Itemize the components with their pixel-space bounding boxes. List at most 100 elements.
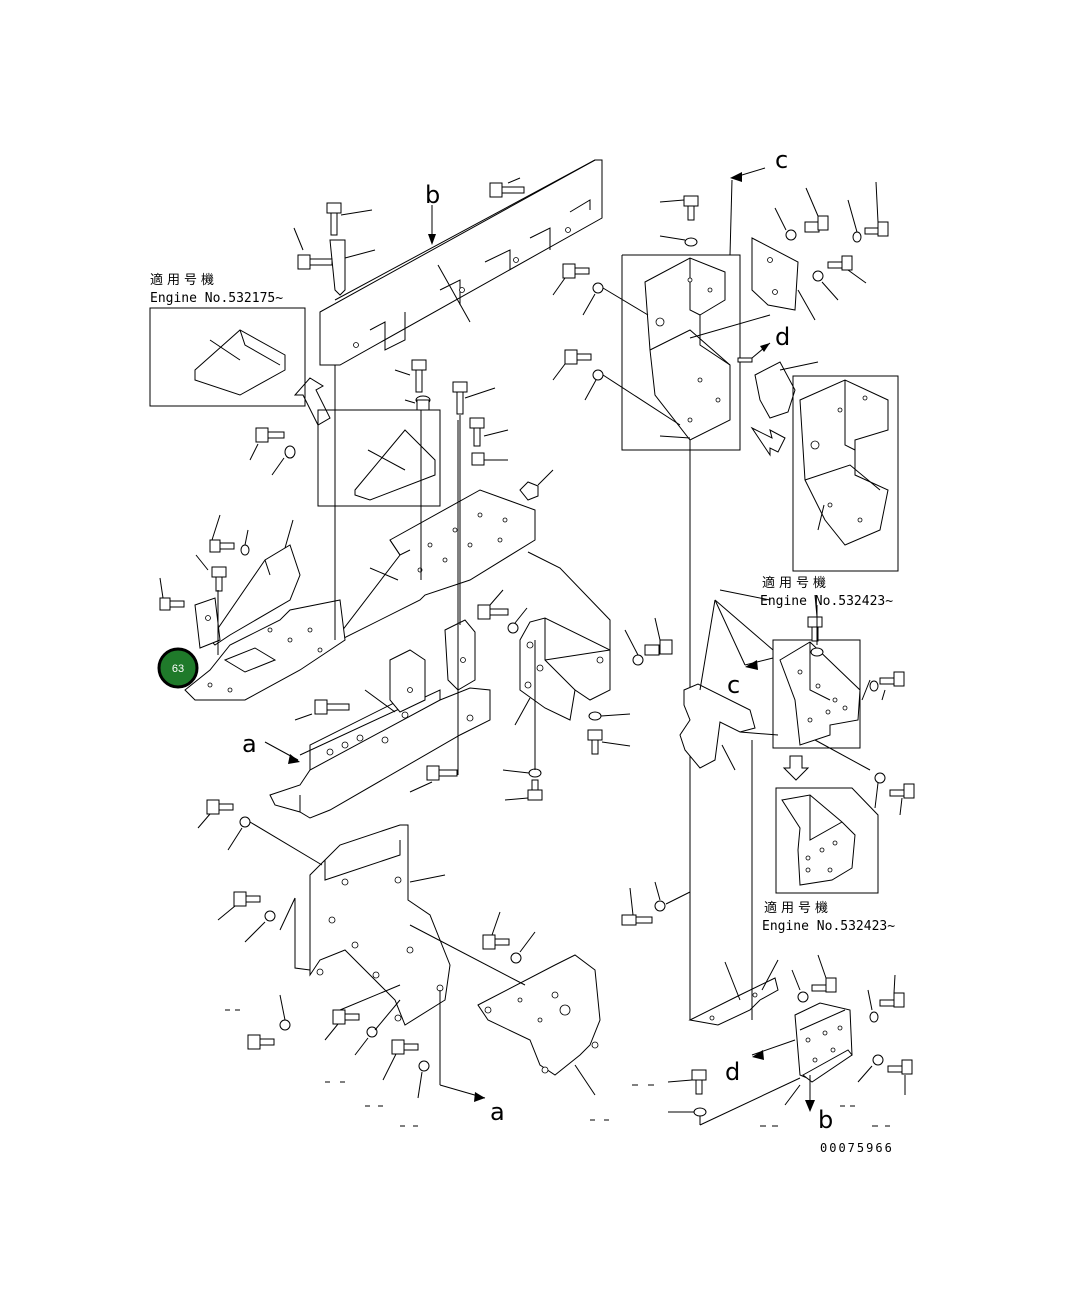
bolt-icon: [489, 182, 525, 198]
bolt-icon: [209, 539, 235, 553]
inset-box-right-top: [792, 375, 899, 572]
bolt-icon: [807, 616, 823, 642]
washer-icon: [264, 910, 276, 922]
inset-label-engine: Engine No.532423~: [760, 594, 893, 609]
lower-right-bracket: [784, 1002, 853, 1106]
bolt-icon: [452, 381, 468, 415]
fastener-group-far-left: [159, 514, 250, 611]
bolt-icon: [811, 977, 837, 993]
inset-box-right-mid: [775, 787, 879, 894]
bolt-icon: [255, 427, 285, 443]
bolt-icon: [332, 1009, 360, 1025]
right-bracket-small: [751, 237, 816, 321]
bolt-icon: [206, 799, 234, 815]
bolt-icon: [564, 349, 592, 365]
washer-icon: [284, 445, 296, 459]
drawing-number: 00075966: [820, 1141, 894, 1155]
highlight-badge-label: 63: [172, 663, 184, 675]
washer-icon: [240, 544, 250, 556]
bolt-icon: [469, 417, 485, 447]
fastener-group-center: [477, 589, 673, 801]
washer-icon: [418, 1060, 430, 1072]
washer-icon: [785, 229, 797, 241]
bolt-icon: [211, 566, 227, 592]
spacer-icon: [471, 452, 485, 466]
lower-right-plate: [477, 954, 601, 1096]
inset-arrow-3: [782, 755, 810, 781]
bolt-icon: [314, 699, 350, 715]
bolt-icon: [297, 254, 333, 270]
bolt-icon: [879, 992, 905, 1008]
direction-arrow-d-lower: [751, 1039, 796, 1060]
washer-icon: [852, 231, 862, 243]
bolt-icon: [644, 639, 673, 656]
washer-icon: [874, 772, 886, 784]
bolt-icon: [247, 1034, 275, 1050]
fastener-group-left: [249, 177, 554, 501]
inset-box-center: [317, 409, 441, 507]
callout-letter-d-lower: d: [725, 1058, 740, 1086]
bolt-icon: [477, 604, 509, 620]
small-clip: [329, 239, 376, 296]
inset-label-3: 適用号機 Engine No.532423~: [762, 900, 895, 934]
bolt-icon: [683, 195, 699, 221]
bolt-icon: [562, 263, 590, 279]
callout-letter-c-top: c: [775, 146, 788, 174]
fastener-group-lower-left: [197, 799, 536, 1099]
bolt-icon: [159, 597, 185, 611]
washer-icon: [797, 991, 809, 1003]
callout-letter-b-bottom: b: [818, 1106, 833, 1134]
main-frame-beam: [269, 619, 491, 819]
lower-left-panel: [279, 824, 451, 1026]
washer-icon: [632, 654, 644, 666]
washer-icon: [654, 900, 666, 912]
washer-icon: [869, 1011, 879, 1023]
right-small-plate: [754, 361, 819, 419]
direction-arrow-a: [439, 990, 486, 1102]
washer-icon: [812, 270, 824, 282]
callout-letter-a-left: a: [242, 730, 257, 758]
washer-icon: [592, 369, 604, 381]
bolt-icon: [233, 891, 261, 907]
highlight-badge[interactable]: 63: [157, 647, 199, 689]
fastener-group-beam: [294, 420, 459, 793]
bolt-icon: [889, 783, 915, 799]
upper-plate: [333, 489, 536, 641]
washer-icon: [693, 1107, 707, 1117]
washer-icon: [684, 237, 698, 247]
bolt-icon: [879, 671, 905, 687]
washer-icon: [588, 711, 602, 721]
bolt-icon: [887, 1059, 913, 1075]
bolt-icon: [587, 729, 603, 755]
bolt-icon: [737, 357, 753, 363]
direction-arrow-a-left: [264, 741, 300, 764]
washer-icon: [507, 622, 519, 634]
leader-ticks: [225, 1009, 890, 1127]
washer-icon: [810, 647, 824, 657]
inset-box-1: [149, 307, 306, 407]
center-bracket: [514, 617, 611, 726]
callout-letter-b-top: b: [425, 181, 440, 209]
washer-icon: [872, 1054, 884, 1066]
inset-label-jp: 適用号機: [764, 900, 832, 916]
bolt-icon: [864, 221, 889, 237]
bolt-icon: [482, 934, 510, 950]
washer-icon: [510, 952, 522, 964]
direction-arrow-b-lower: [805, 1075, 815, 1112]
washer-icon: [239, 816, 251, 828]
bolt-icon: [426, 765, 458, 781]
fastener-group-right-top: [552, 181, 889, 426]
washer-icon: [279, 1019, 291, 1031]
inset-label-engine: Engine No.532175~: [150, 291, 283, 306]
callout-letter-d-upper: d: [775, 323, 790, 351]
lower-right-link: [688, 959, 779, 1026]
callout-letter-c-mid: c: [727, 671, 740, 699]
right-upper-frame: [621, 254, 741, 1020]
bolt-icon: [621, 914, 653, 926]
inset-label-2: 適用号機 Engine No.532423~: [760, 575, 893, 609]
top-notched-bracket: [319, 159, 603, 366]
bolt-icon: [411, 359, 427, 393]
inset-label-1: 適用号機 Engine No.532175~: [150, 272, 283, 306]
washer-icon: [869, 680, 879, 692]
